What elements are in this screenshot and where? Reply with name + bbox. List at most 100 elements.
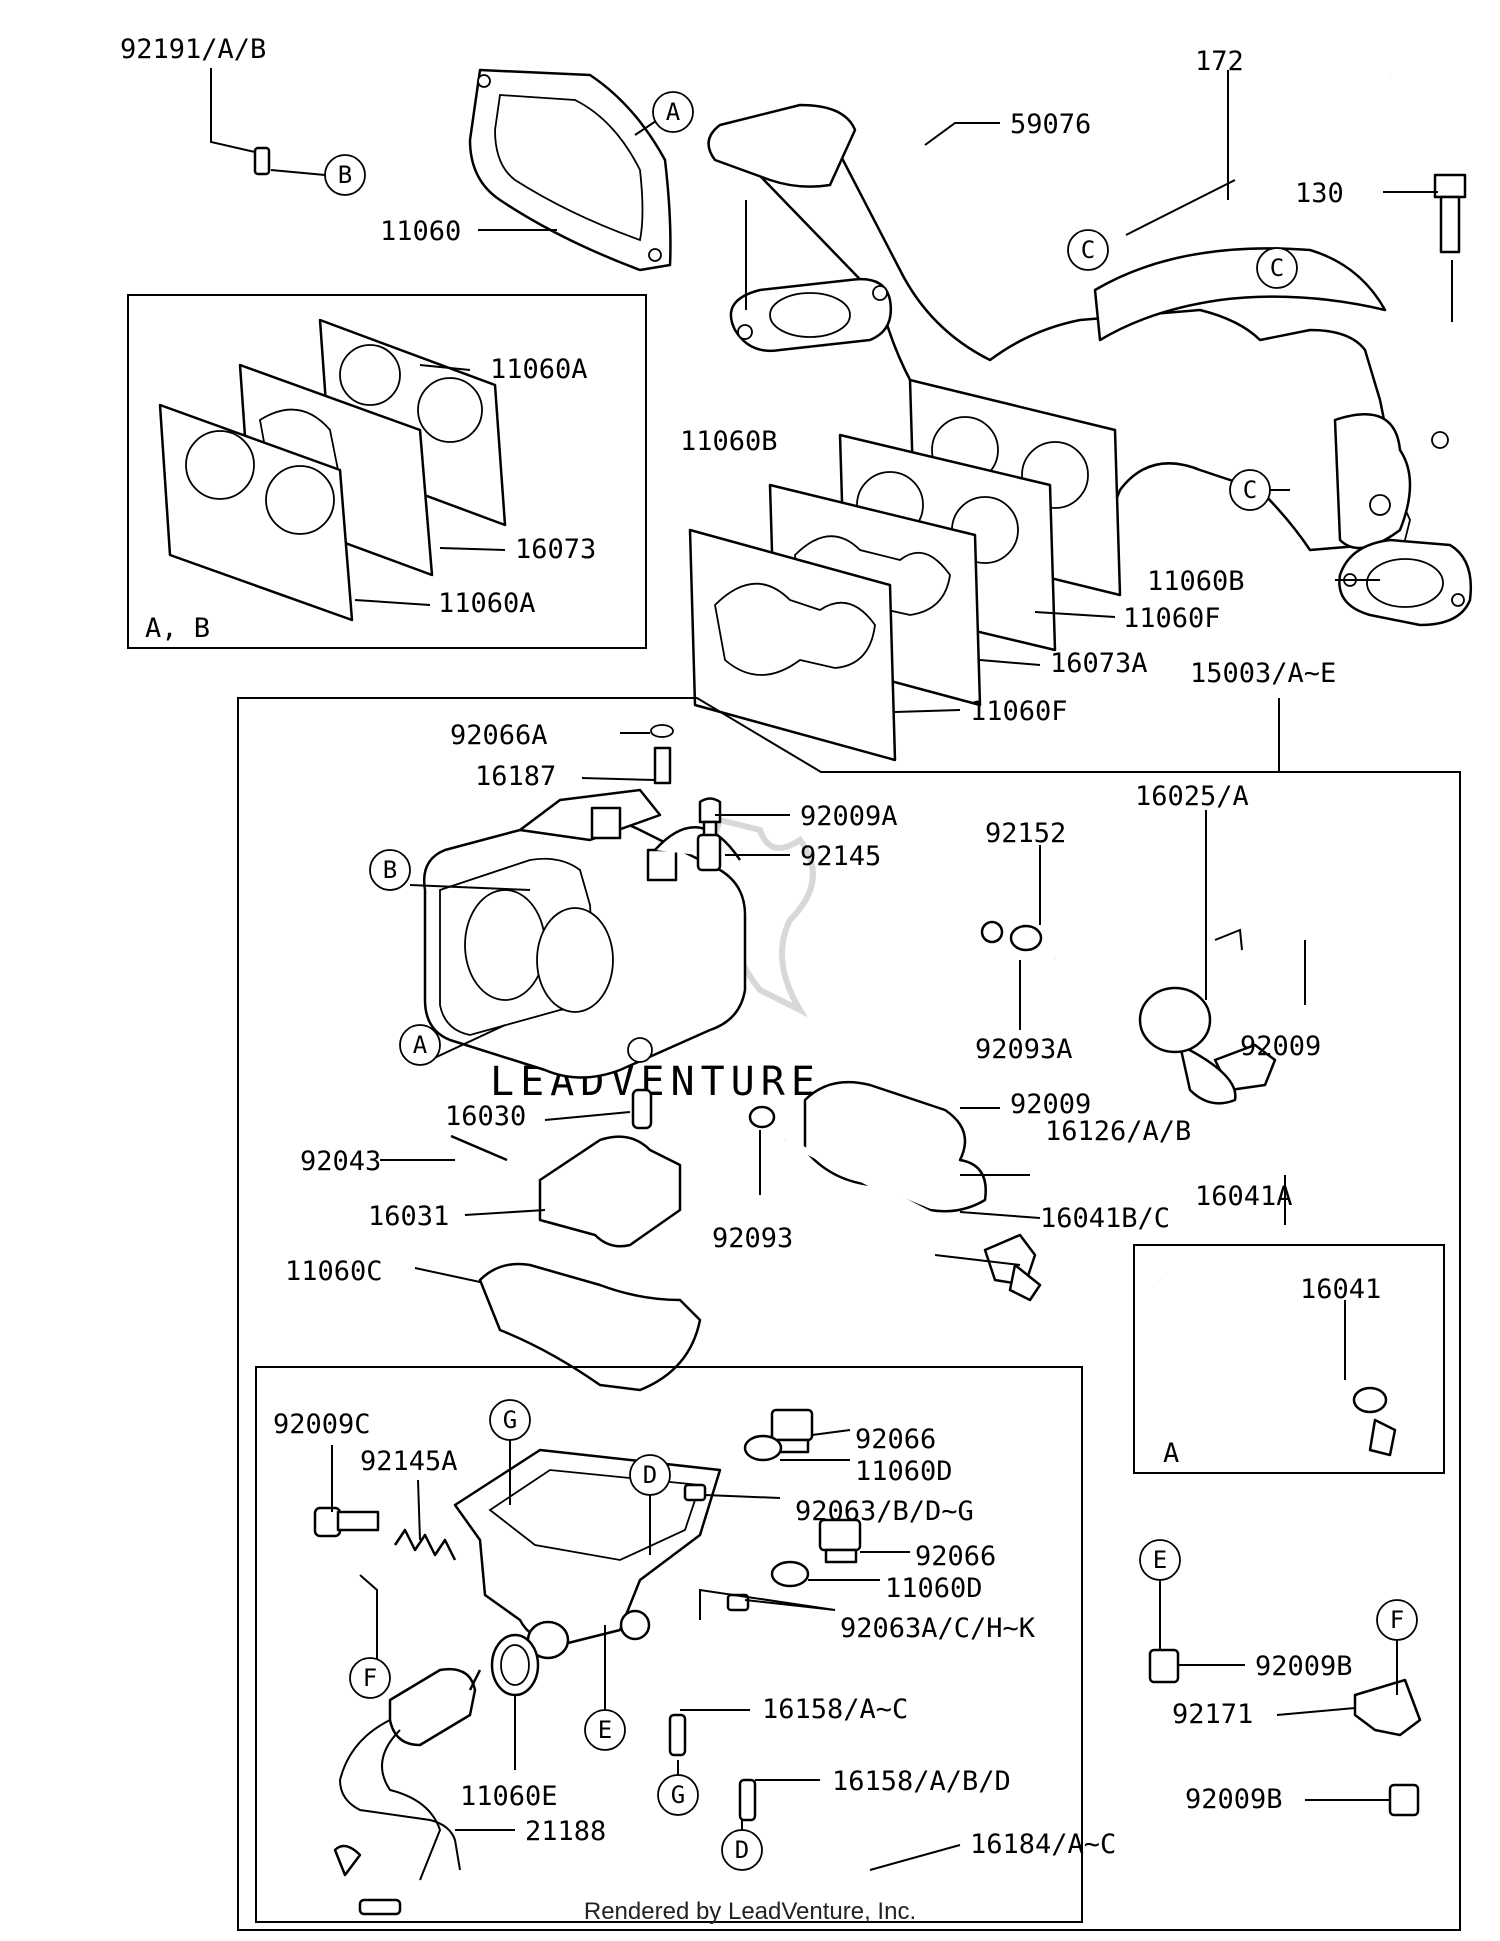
carburetor-body	[422, 788, 747, 1079]
callout-circle: G	[657, 1774, 699, 1816]
part-label: 16041	[1300, 1274, 1381, 1305]
part-label: 16073A	[1050, 648, 1148, 679]
part-label: 11060B	[1147, 566, 1245, 597]
part-label: 16041B/C	[1040, 1203, 1170, 1234]
svg-text:G: G	[503, 1406, 517, 1434]
part-label: 11060C	[285, 1256, 383, 1287]
float-bowl-16184	[453, 1448, 722, 1660]
part-label: 92191/A/B	[120, 34, 266, 65]
carburetor-assembly-box	[237, 697, 1461, 1931]
jets	[668, 1483, 757, 1822]
svg-text:C: C	[1243, 476, 1257, 504]
part-label: 16073	[515, 534, 596, 565]
part-label: 16158/A/B/D	[832, 1766, 1011, 1797]
part-label: 16158/A~C	[762, 1694, 908, 1725]
part-label: 92009B	[1255, 1651, 1353, 1682]
part-label: 92063A/C/H~K	[840, 1613, 1036, 1644]
svg-text:F: F	[1390, 1606, 1404, 1634]
gasket-11060B-right	[1338, 538, 1472, 627]
svg-text:D: D	[735, 1836, 749, 1864]
callout-circle: C	[1229, 469, 1271, 511]
inset-label-a: A	[1163, 1438, 1179, 1469]
part-label: 11060A	[438, 588, 536, 619]
part-label: 11060B	[680, 426, 778, 457]
part-label: 16184/A~C	[970, 1829, 1116, 1860]
gasket-11060B-left	[729, 277, 893, 353]
svg-text:C: C	[1081, 236, 1095, 264]
svg-text:C: C	[1270, 254, 1284, 282]
part-label: 92009B	[1185, 1784, 1283, 1815]
callout-circle: C	[1256, 247, 1298, 289]
part-label: 92171	[1172, 1699, 1253, 1730]
callout-circle: F	[349, 1657, 391, 1699]
part-label: 16025/A	[1135, 781, 1249, 812]
part-label: 130	[1295, 178, 1344, 209]
part-label: 16031	[368, 1201, 449, 1232]
shaft-inset-box	[1133, 1244, 1445, 1474]
solenoid-21188	[333, 1667, 482, 1916]
callout-circle: C	[1067, 229, 1109, 271]
part-label: 59076	[1010, 109, 1091, 140]
part-label: 92066	[915, 1541, 996, 1572]
part-labels: 92191/A/B 11060 172 59076 130 11060A 160…	[120, 34, 1381, 1860]
gasket-stack-right	[688, 378, 1122, 762]
part-label: 92093A	[975, 1034, 1073, 1065]
small-parts	[450, 724, 1043, 1162]
part-label: 92009	[1010, 1089, 1091, 1120]
part-label: 11060F	[970, 696, 1068, 727]
part-label: 92145A	[360, 1446, 458, 1477]
callout-circle: F	[1376, 1599, 1418, 1641]
part-label: 15003/A~E	[1190, 658, 1336, 689]
inset-label-ab: A, B	[145, 613, 210, 644]
part-label: 16187	[475, 761, 556, 792]
part-label: 11060D	[885, 1573, 983, 1604]
part-label: 92066A	[450, 720, 548, 751]
svg-text:G: G	[671, 1781, 685, 1809]
gasket-11060	[468, 68, 672, 272]
callout-circle: A	[652, 91, 694, 133]
part-label: 92145	[800, 841, 881, 872]
part-label: 16126/A/B	[1045, 1116, 1191, 1147]
part-label: 11060A	[490, 354, 588, 385]
stud-172	[1153, 73, 1392, 217]
part-label: 92063/B/D~G	[795, 1496, 974, 1527]
callout-circle: D	[721, 1829, 763, 1871]
callout-circle: B	[324, 154, 366, 196]
part-label: 92152	[985, 818, 1066, 849]
callout-circle: D	[629, 1454, 671, 1496]
svg-text:E: E	[1153, 1546, 1167, 1574]
gasket-11060E	[490, 1633, 540, 1697]
part-label: 11060F	[1123, 603, 1221, 634]
bolt-92009C	[313, 1506, 380, 1538]
part-label: 11060	[380, 216, 461, 247]
shaft-16041BC	[783, 1137, 1042, 1302]
float-16031	[538, 1135, 682, 1248]
callout-circle: A	[399, 1024, 441, 1066]
part-label: 92009	[1240, 1031, 1321, 1062]
throttle-plate-16126	[803, 1080, 987, 1213]
leader-lines	[210, 68, 1453, 1871]
part-label: 92009A	[800, 801, 898, 832]
shaft-16041	[1158, 1277, 1397, 1457]
svg-text:D: D	[643, 1461, 657, 1489]
svg-text:F: F	[363, 1664, 377, 1692]
callout-circle: E	[1139, 1539, 1181, 1581]
bolt-130	[1433, 173, 1467, 254]
shaft-16041A	[1053, 955, 1277, 1105]
callout-circle: E	[584, 1709, 626, 1751]
callout-letters: A B C C C B A G D F E G D E F	[324, 91, 1418, 1871]
part-label: 11060E	[460, 1781, 558, 1812]
part-label: 172	[1195, 46, 1244, 77]
gasket-stack-inset	[158, 318, 507, 622]
svg-text:A: A	[666, 98, 681, 126]
hose-92191	[35, 99, 271, 330]
part-label: 92093	[712, 1223, 793, 1254]
footer-credit: Rendered by LeadVenture, Inc.	[583, 1898, 917, 1925]
plugs-92066	[743, 1408, 862, 1588]
float-bowl-box	[255, 1366, 1083, 1923]
svg-text:E: E	[598, 1716, 612, 1744]
svg-text:B: B	[338, 161, 352, 189]
part-label: 92043	[300, 1146, 381, 1177]
part-label: 21188	[525, 1816, 606, 1847]
callout-circle: B	[369, 849, 411, 891]
